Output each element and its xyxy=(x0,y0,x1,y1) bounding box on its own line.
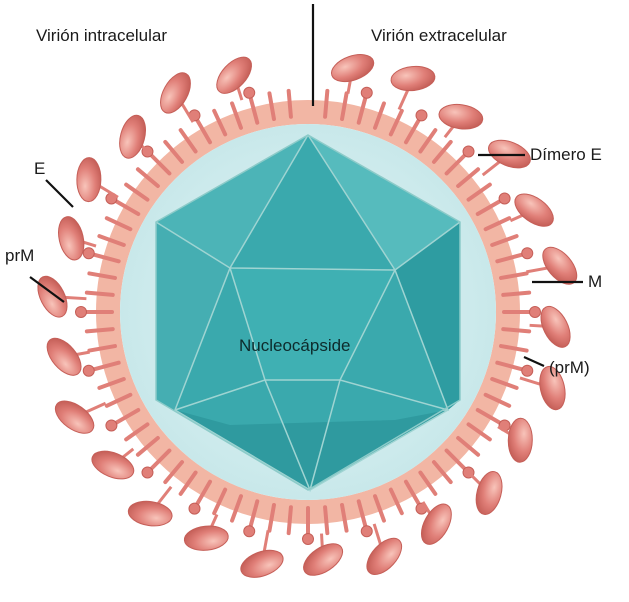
e-protein-stalk xyxy=(399,89,408,109)
e-protein xyxy=(508,418,533,462)
e-protein xyxy=(183,524,229,552)
e-protein-stalk xyxy=(64,297,86,298)
prm-knob xyxy=(244,526,255,537)
e-protein-stalk xyxy=(445,126,454,137)
prm-knob xyxy=(83,365,94,376)
label-prm-paren: (prM) xyxy=(549,359,590,376)
e-protein xyxy=(76,157,101,201)
label-prm: prM xyxy=(5,247,34,264)
label-intracellular-virion: Virión intracelular xyxy=(36,27,167,44)
prm-knob xyxy=(361,526,372,537)
e-protein-stalk xyxy=(238,87,242,100)
e-protein xyxy=(390,64,436,92)
e-protein xyxy=(237,545,287,582)
prm-knob xyxy=(522,248,533,259)
e-protein-stalk xyxy=(321,534,322,548)
m-protein-stalk xyxy=(325,91,327,117)
e-protein xyxy=(154,68,196,118)
prm-knob xyxy=(303,534,314,545)
m-protein-stalk xyxy=(503,329,529,331)
prm-knob xyxy=(76,307,87,318)
e-protein-stalk xyxy=(211,514,217,527)
e-protein xyxy=(127,499,174,529)
prm-knob xyxy=(416,110,427,121)
e-protein xyxy=(328,49,378,86)
m-protein-stalk xyxy=(87,329,113,331)
e-protein-stalk xyxy=(76,352,90,355)
m-protein-stalk xyxy=(289,91,291,117)
prm-knob xyxy=(83,248,94,259)
m-protein-stalk xyxy=(87,293,113,295)
e-protein xyxy=(41,332,88,381)
e-protein-stalk xyxy=(264,530,268,552)
prm-knob xyxy=(106,420,117,431)
label-e-dimer: Dímero E xyxy=(530,146,602,163)
e-protein-stalk xyxy=(158,487,172,504)
e-protein-stalk xyxy=(122,449,133,458)
prm-knob xyxy=(499,193,510,204)
e-protein xyxy=(50,395,100,440)
m-protein-stalk xyxy=(503,293,529,295)
e-protein-stalk xyxy=(374,524,381,545)
e-protein-stalk xyxy=(530,325,544,326)
label-m-protein: M xyxy=(588,273,602,290)
prm-knob xyxy=(530,307,541,318)
e-protein-stalk xyxy=(520,378,541,385)
e-protein-stalk xyxy=(526,268,548,272)
label-nucleocapsid: Nucleocápside xyxy=(239,337,351,354)
e-protein xyxy=(509,188,559,233)
prm-knob xyxy=(463,146,474,157)
label-extracellular-virion: Virión extracelular xyxy=(371,27,507,44)
prm-knob xyxy=(142,467,153,478)
prm-knob xyxy=(522,365,533,376)
e-protein-stalk xyxy=(86,403,106,412)
m-protein-stalk xyxy=(325,507,327,533)
e-protein-stalk xyxy=(83,242,96,246)
leader-e xyxy=(46,180,73,207)
e-protein xyxy=(472,469,507,518)
leader-prm-paren xyxy=(524,357,544,366)
m-protein-stalk xyxy=(289,507,291,533)
label-e-protein: E xyxy=(34,160,45,177)
e-protein xyxy=(55,214,88,262)
e-protein xyxy=(361,532,408,581)
e-protein-stalk xyxy=(348,80,351,94)
prm-knob xyxy=(244,87,255,98)
prm-knob xyxy=(189,503,200,514)
e-protein-stalk xyxy=(483,161,500,175)
e-protein-stalk xyxy=(510,215,523,221)
prm-knob xyxy=(361,87,372,98)
e-protein xyxy=(437,102,484,132)
